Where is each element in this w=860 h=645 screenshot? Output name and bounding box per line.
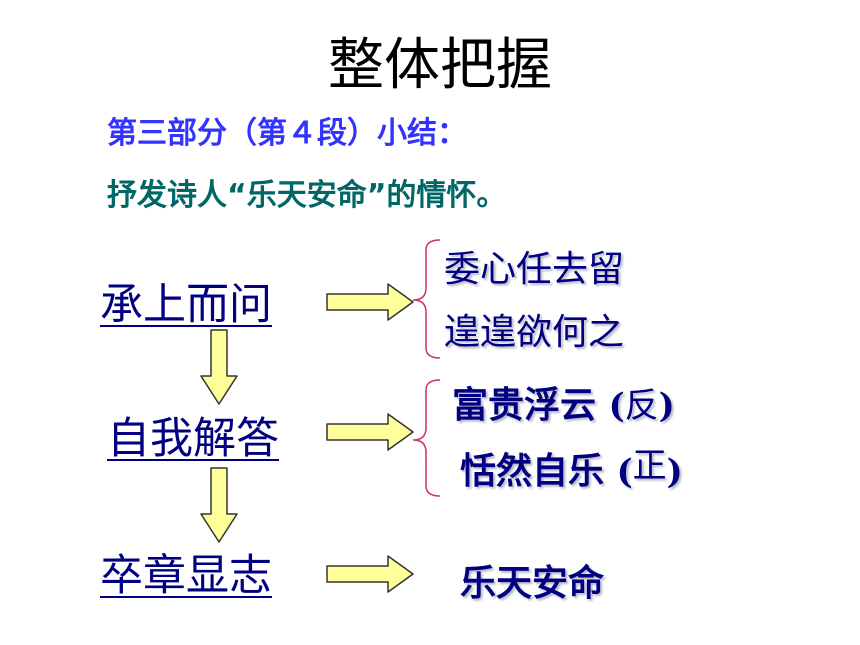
group2-item-2-note: 正	[632, 446, 667, 486]
group2-item-2-close: )	[666, 452, 683, 492]
step-conclude: 卒章显志	[100, 551, 272, 601]
group2-item-2: 恬然自乐 (正)	[460, 442, 683, 494]
arrow-down-2	[200, 467, 238, 543]
group2-item-1: 富贵浮云 (反)	[452, 376, 675, 428]
group2-item-2-open: (	[616, 452, 633, 492]
brace-group-1	[412, 239, 441, 359]
slide-title: 整体把握	[328, 33, 552, 98]
section-subtitle: 第三部分（第４段）小结：	[107, 116, 467, 151]
brace-group-2	[412, 379, 441, 497]
group2-item-1-open: (	[608, 386, 625, 426]
result-text: 乐天安命	[460, 563, 605, 604]
arrow-down-1	[200, 329, 238, 405]
group2-item-1-text: 富贵浮云	[452, 385, 597, 426]
group1-item-2: 遑遑欲何之	[444, 312, 625, 353]
step-ask: 承上而问	[100, 280, 272, 330]
arrow-right-3	[326, 555, 414, 593]
group2-item-1-close: )	[658, 386, 675, 426]
arrow-right-2	[326, 413, 414, 451]
group2-item-1-note: 反	[624, 386, 659, 426]
group1-item-1: 委心任去留	[444, 249, 625, 290]
arrow-right-1	[326, 283, 414, 321]
step-answer: 自我解答	[107, 414, 279, 464]
section-summary: 抒发诗人“乐天安命”的情怀。	[107, 178, 507, 213]
group2-item-2-text: 恬然自乐	[460, 451, 605, 492]
